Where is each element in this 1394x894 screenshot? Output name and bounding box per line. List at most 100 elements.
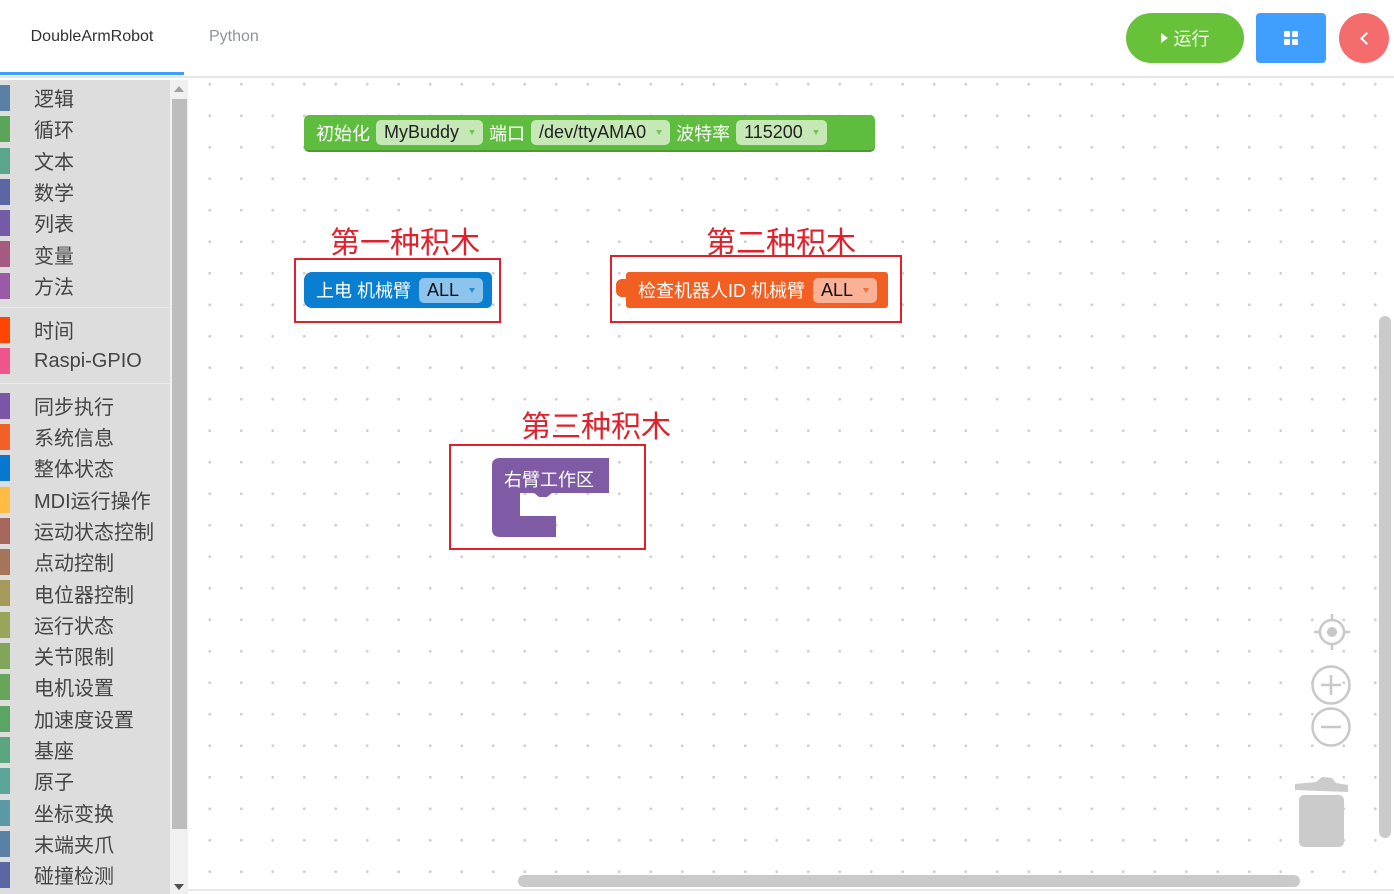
power-on-block[interactable]: 上电 机械臂 ALL	[304, 272, 492, 308]
toolbox-category[interactable]: 关节限制	[0, 640, 170, 671]
category-color-swatch	[0, 147, 10, 174]
toolbox-category[interactable]: MDI运行操作	[0, 484, 170, 515]
check-robot-id-block[interactable]: 检查机器人ID 机械臂 ALL	[616, 272, 888, 308]
annotation-third-block: 第三种积木	[521, 411, 671, 444]
play-icon	[1160, 33, 1168, 43]
grid-icon	[1284, 31, 1298, 45]
toolbox-category[interactable]: 变量	[0, 238, 170, 269]
dropdown-arrow-icon	[656, 130, 663, 135]
toolbox-category[interactable]: 逻辑	[0, 82, 170, 113]
tab-python[interactable]: Python	[209, 28, 259, 45]
category-label: 逻辑	[34, 89, 74, 112]
arm-select-dropdown[interactable]: ALL	[419, 277, 484, 303]
right-arm-workspace-block[interactable]: 右臂工作区	[492, 458, 609, 537]
device-dropdown[interactable]: MyBuddy	[376, 120, 484, 145]
toolbox-category[interactable]: 同步执行	[0, 390, 170, 421]
toolbox-category[interactable]: 点动控制	[0, 546, 170, 577]
run-button[interactable]: 运行	[1126, 13, 1244, 63]
toolbox-scrollbar[interactable]	[170, 80, 188, 894]
category-color-swatch	[0, 210, 10, 237]
zoom-in-icon[interactable]	[1310, 664, 1352, 706]
zoom-out-icon[interactable]	[1310, 706, 1352, 748]
device-value: MyBuddy	[384, 122, 460, 142]
category-label: MDI运行操作	[34, 490, 151, 513]
toolbox-category[interactable]: 基座	[0, 734, 170, 765]
trash-icon[interactable]	[1294, 776, 1350, 848]
category-color-swatch	[0, 85, 10, 111]
run-button-label: 运行	[1173, 29, 1210, 49]
port-dropdown[interactable]: /dev/ttyAMA0	[531, 120, 671, 145]
category-color-swatch	[0, 768, 10, 795]
dropdown-arrow-icon	[812, 130, 819, 135]
arm-select-value: ALL	[427, 279, 460, 300]
workspace-horizontal-scrollbar[interactable]	[518, 875, 1300, 887]
toolbox-category[interactable]: 碰撞检测	[0, 859, 170, 890]
category-color-swatch	[0, 674, 10, 701]
blockly-workspace[interactable]	[188, 80, 1394, 890]
grid-button[interactable]	[1256, 13, 1326, 63]
category-label: 列表	[34, 214, 74, 237]
highlight-box-first	[294, 258, 501, 323]
toolbox-category[interactable]: 时间	[0, 314, 170, 345]
toolbox-scrollbar-thumb[interactable]	[172, 99, 187, 829]
toolbox-category[interactable]: 系统信息	[0, 421, 170, 452]
category-label: 关节限制	[34, 647, 114, 670]
category-label: 同步执行	[34, 396, 114, 419]
tab-doublearmrobot[interactable]: DoubleArmRobot	[0, 0, 184, 75]
category-color-swatch	[0, 549, 10, 576]
category-label: 变量	[34, 245, 74, 268]
category-color-swatch	[0, 799, 10, 826]
scroll-down-arrow-icon[interactable]	[174, 884, 184, 890]
category-color-swatch	[0, 705, 10, 732]
arm-select-dropdown[interactable]: ALL	[813, 277, 878, 303]
category-color-swatch	[0, 241, 10, 268]
workspace-bottom-border	[188, 889, 1394, 891]
category-label: 加速度设置	[34, 709, 134, 732]
toolbox-category[interactable]: 整体状态	[0, 452, 170, 483]
toolbox-category[interactable]: 方法	[0, 270, 170, 301]
toolbox-category[interactable]: 运动状态控制	[0, 515, 170, 546]
toolbox-category[interactable]: 列表	[0, 207, 170, 238]
category-label: 碰撞检测	[34, 866, 114, 889]
back-button[interactable]	[1339, 13, 1389, 63]
toolbox-category[interactable]: 数学	[0, 176, 170, 207]
category-color-swatch	[0, 392, 10, 419]
c-block-shape	[492, 458, 609, 537]
port-label: 端口	[489, 123, 526, 144]
dropdown-arrow-icon	[469, 130, 476, 135]
toolbox-category[interactable]: 电位器控制	[0, 577, 170, 608]
category-label: 运行状态	[34, 615, 114, 638]
category-label: 原子	[34, 772, 74, 795]
toolbox-category[interactable]: 电机设置	[0, 671, 170, 702]
init-block-label: 初始化	[316, 123, 370, 144]
toolbox-category[interactable]: 循环	[0, 113, 170, 144]
recenter-icon[interactable]	[1312, 612, 1352, 652]
toolbox-category[interactable]: Raspi-GPIO	[0, 345, 170, 376]
check-robot-id-label: 检查机器人ID 机械臂	[638, 281, 806, 301]
category-color-swatch	[0, 423, 10, 450]
category-color-swatch	[0, 580, 10, 607]
toolbox-category[interactable]: 加速度设置	[0, 703, 170, 734]
category-color-swatch	[0, 116, 10, 143]
baud-dropdown[interactable]: 115200	[736, 120, 827, 145]
toolbox-category[interactable]: 末端夹爪	[0, 828, 170, 859]
category-label: 电位器控制	[34, 584, 134, 607]
workspace-vertical-scrollbar[interactable]	[1379, 316, 1391, 838]
power-on-block-label: 上电 机械臂	[316, 281, 412, 301]
top-bar: DoubleArmRobot Python 运行	[0, 0, 1394, 78]
category-label: 数学	[34, 183, 74, 206]
category-color-swatch	[0, 736, 10, 763]
category-color-swatch	[0, 643, 10, 670]
toolbox-category[interactable]: 文本	[0, 145, 170, 176]
category-label: 坐标变换	[34, 803, 114, 826]
toolbox-category[interactable]: 坐标变换	[0, 797, 170, 828]
init-block[interactable]: 初始化 MyBuddy 端口 /dev/ttyAMA0 波特率 115200	[304, 115, 875, 152]
category-label: 方法	[34, 276, 74, 299]
toolbox-category[interactable]: 运行状态	[0, 609, 170, 640]
toolbox-category[interactable]: 原子	[0, 765, 170, 796]
category-label: 运动状态控制	[34, 522, 154, 544]
highlight-box-third	[449, 444, 646, 550]
scroll-up-arrow-icon[interactable]	[174, 86, 184, 92]
arm-select-value: ALL	[821, 279, 854, 300]
